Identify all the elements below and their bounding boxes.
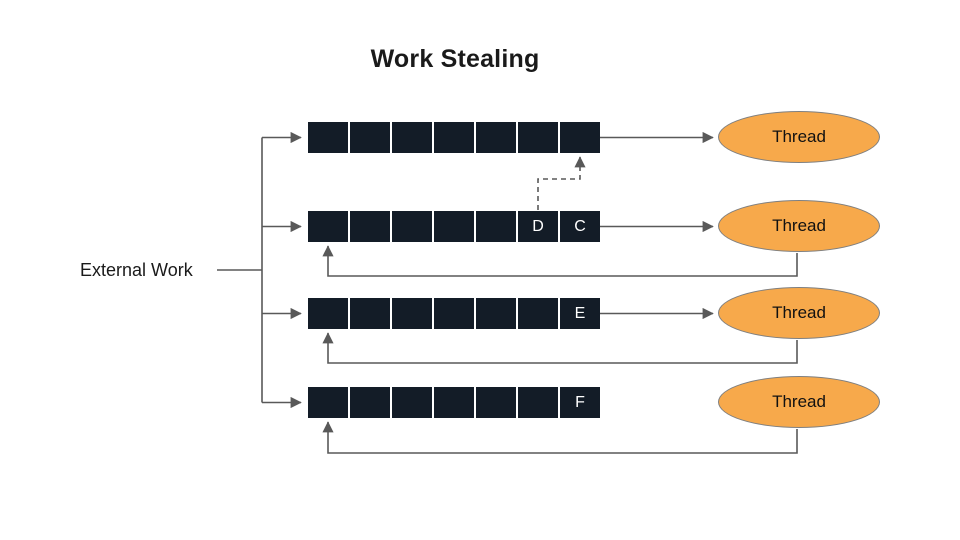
queue-1 (308, 122, 600, 153)
queue-cell (518, 387, 558, 418)
external-work-label: External Work (80, 260, 193, 280)
thread3-loopback-arrow (322, 332, 798, 364)
thread-node-2: Thread (718, 200, 880, 252)
queue-cell (434, 211, 474, 242)
queue-cell (350, 387, 390, 418)
queue-cell (308, 211, 348, 242)
steal-arrow (537, 156, 586, 210)
queue-3: E (308, 298, 600, 329)
queue-cell (560, 122, 600, 153)
queue-cell (308, 298, 348, 329)
queue-cell (518, 122, 558, 153)
thread-node-4: Thread (718, 376, 880, 428)
queue-2: D C (308, 211, 600, 242)
diagram-title: Work Stealing (370, 45, 540, 73)
queue-cell (308, 387, 348, 418)
thread-label: Thread (772, 127, 826, 146)
queue-cell-C: C (560, 211, 600, 242)
queue-cell (518, 298, 558, 329)
thread-label: Thread (772, 303, 826, 322)
queue-cell (350, 211, 390, 242)
thread2-loopback-arrow (322, 245, 798, 277)
queue-cell (392, 298, 432, 329)
queue-cell (434, 298, 474, 329)
queue-cell (392, 387, 432, 418)
queue-cell (308, 122, 348, 153)
thread-label: Thread (772, 392, 826, 411)
queue-cell-F: F (560, 387, 600, 418)
queue-cell (476, 211, 516, 242)
thread-label: Thread (772, 216, 826, 235)
queue-cell (476, 387, 516, 418)
queue-cell (476, 122, 516, 153)
queue-cell (434, 387, 474, 418)
thread-node-1: Thread (718, 111, 880, 163)
queue-cell (392, 122, 432, 153)
queue-cell-D: D (518, 211, 558, 242)
queue-cell (434, 122, 474, 153)
queue-cell-E: E (560, 298, 600, 329)
queue-cell (476, 298, 516, 329)
thread4-loopback-arrow (322, 421, 798, 454)
thread-node-3: Thread (718, 287, 880, 339)
queue-cell (350, 298, 390, 329)
queue-cell (392, 211, 432, 242)
queue-4: F (308, 387, 600, 418)
queue-cell (350, 122, 390, 153)
